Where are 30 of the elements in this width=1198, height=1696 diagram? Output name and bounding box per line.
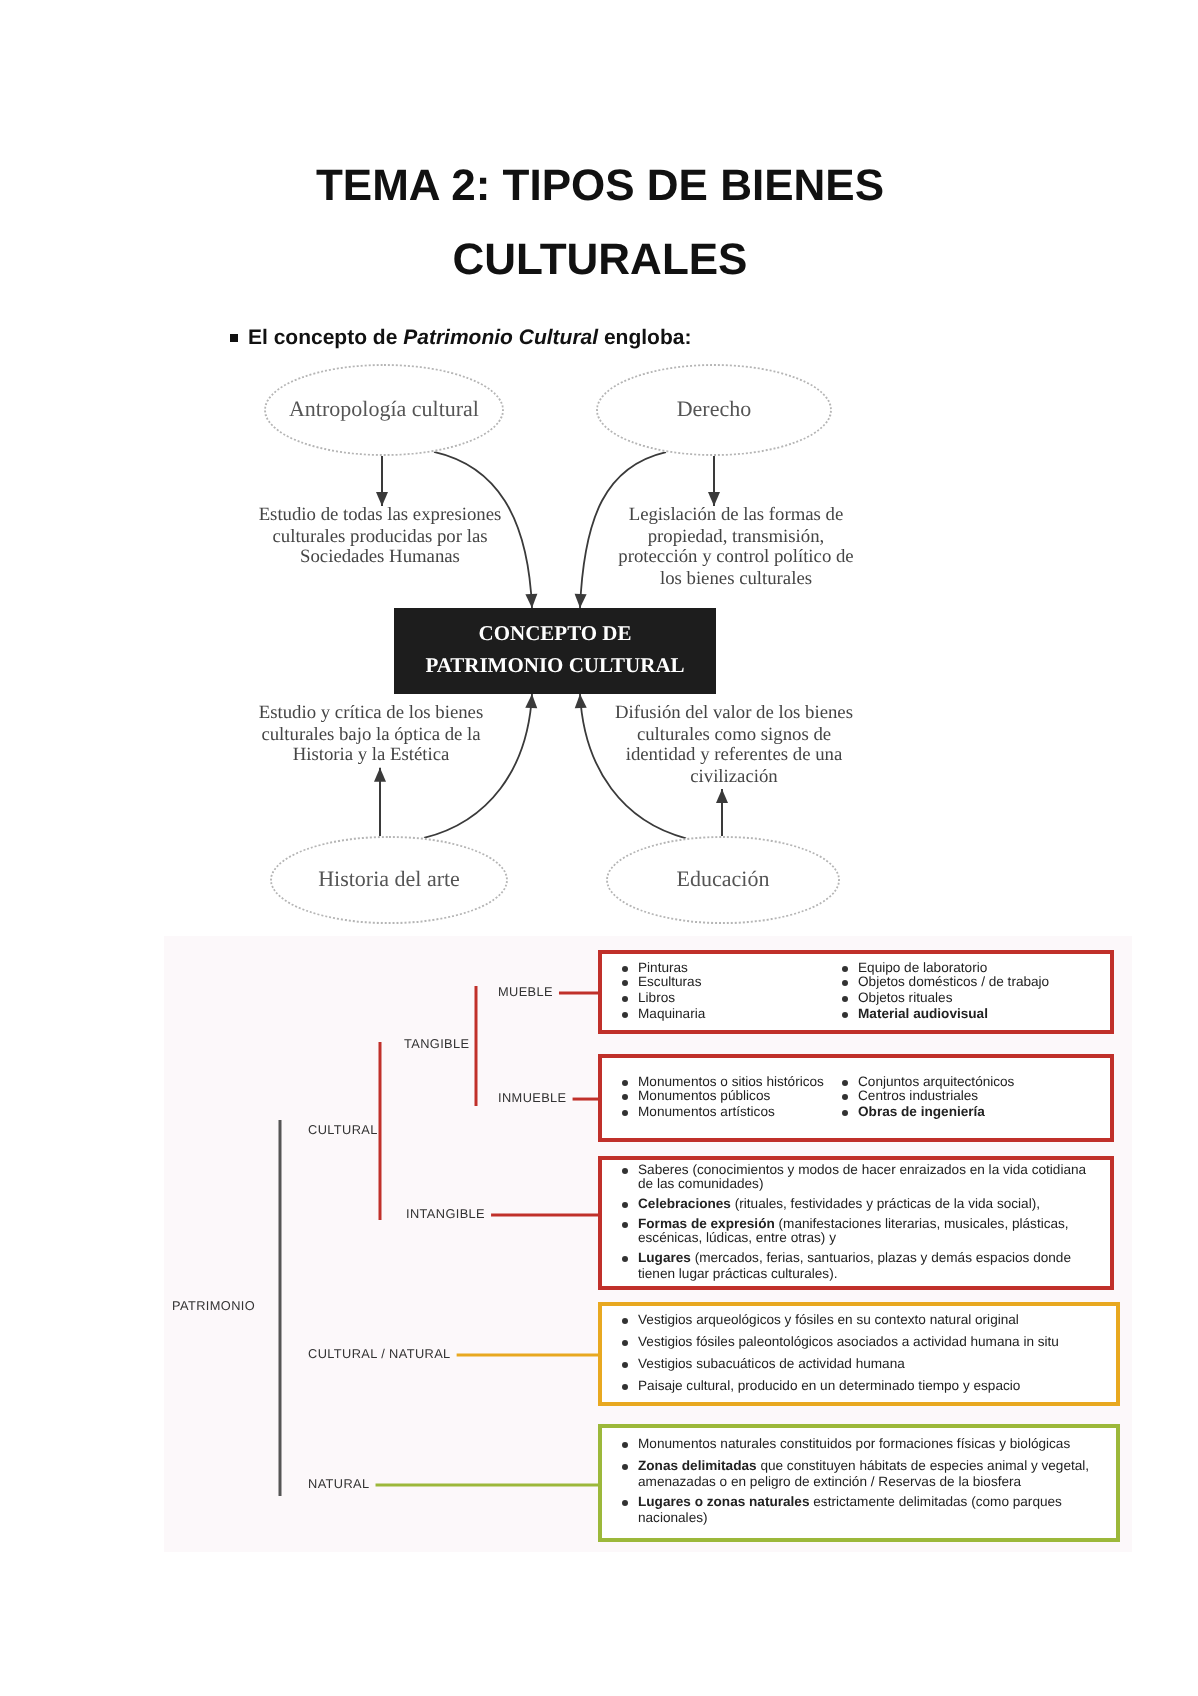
curved-arrow — [433, 450, 537, 609]
node-label: CONCEPTO DE PATRIMONIO CULTURAL — [423, 622, 687, 681]
arrow — [708, 455, 720, 507]
connector-line — [491, 1213, 598, 1217]
curved-arrow — [423, 693, 537, 839]
curved-arrow — [575, 693, 687, 840]
connector-line — [558, 991, 598, 995]
arrow — [376, 455, 388, 507]
curved-arrow — [574, 451, 667, 609]
node-label: Educación — [676, 868, 770, 892]
description-text: Estudio de todas las expresiones culturales producidas por las Sociedades Humanas — [252, 506, 508, 570]
connector-line — [375, 1483, 598, 1487]
list-box — [598, 1424, 1120, 1542]
description-text: Difusión del valor de los bienes culturales como signos de identidad y referentes de una civilización — [606, 704, 862, 789]
description-text: Estudio y crítica de los bienes culturales bajo la óptica de la Historia y la Estética — [240, 704, 502, 768]
intro-text: El concepto de Patrimonio Cultural engloba: — [248, 326, 692, 350]
list-box — [598, 1156, 1114, 1290]
page-title: TEMA 2: TIPOS DE BIENES CULTURALES — [313, 158, 886, 288]
node-label: Antropología cultural — [288, 398, 479, 422]
arrow — [374, 766, 386, 838]
arrow — [716, 788, 728, 837]
list-box — [598, 1054, 1114, 1142]
node-label: Derecho — [676, 398, 752, 422]
concept-box — [394, 608, 716, 694]
connector-line — [572, 1097, 598, 1101]
list-box — [598, 1302, 1120, 1406]
description-text: Legislación de las formas de propiedad, transmisión, protección y control político de los bienes culturales — [612, 506, 860, 591]
node-label: Historia del arte — [318, 868, 460, 892]
connector-line — [456, 1353, 598, 1357]
list-box — [598, 950, 1114, 1034]
